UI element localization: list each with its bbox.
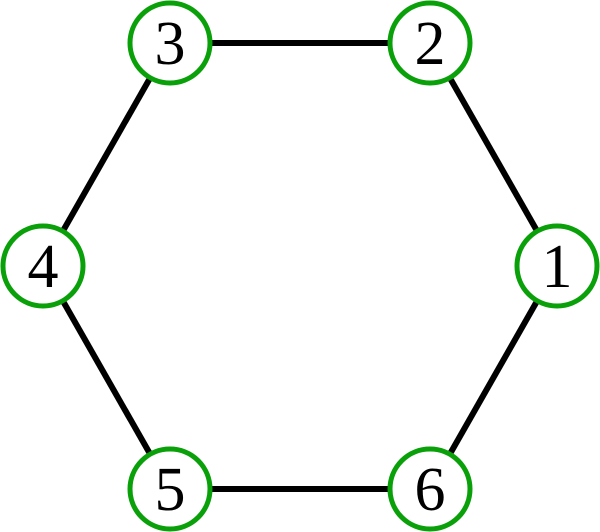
node-label-6: 6 (415, 456, 446, 524)
graph-node-3 (127, 0, 213, 86)
edge-4-5 (40, 264, 173, 491)
node-label-5: 5 (155, 456, 186, 524)
edge-3-4 (40, 41, 173, 268)
graph-node-4 (0, 223, 86, 309)
graph-node-6 (387, 446, 473, 532)
node-label-1: 1 (542, 233, 573, 301)
node-label-4: 4 (28, 233, 59, 301)
node-label-2: 2 (415, 10, 446, 78)
graph-node-1 (514, 223, 600, 309)
graph-node-2 (387, 0, 473, 86)
node-label-3: 3 (155, 10, 186, 78)
graph-node-5 (127, 446, 213, 532)
edge-6-1 (427, 264, 560, 491)
edge-1-2 (427, 41, 560, 268)
